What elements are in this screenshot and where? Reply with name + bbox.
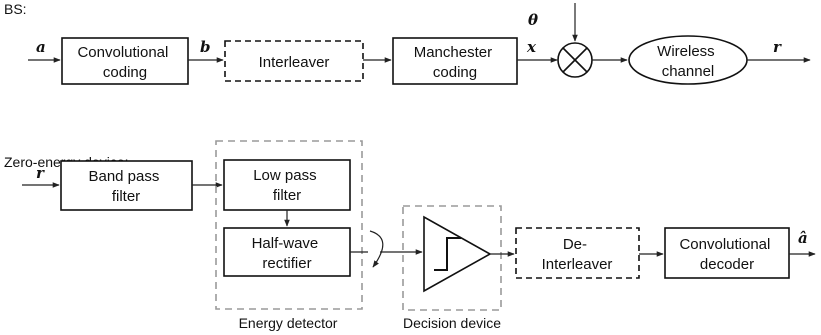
multiplier-icon — [557, 42, 593, 78]
wireless-channel-label: Wireless channel — [657, 43, 719, 80]
low-pass-filter-label: Low pass filter — [253, 167, 321, 204]
symbol-r-input: r — [36, 164, 45, 182]
symbol-theta: θ — [528, 11, 538, 29]
interleaver-block — [224, 40, 364, 82]
energy-detector-group — [215, 140, 363, 310]
symbol-a: a — [36, 38, 46, 56]
sampler-switch-arrow — [369, 230, 384, 268]
symbol-x: x — [526, 38, 537, 56]
convolutional-decoder-label: Convolutional decoder — [679, 236, 774, 273]
manchester-coding-label: Manchester coding — [414, 44, 497, 81]
symbol-r-output: r — [773, 38, 782, 56]
de-interleaver-label: De- Interleaver — [542, 236, 613, 273]
decision-device-caption: Decision device — [403, 315, 501, 331]
low-pass-filter-block — [223, 159, 351, 211]
convolutional-coding-block — [61, 37, 189, 85]
convolutional-coding-label: Convolutional coding — [77, 44, 172, 81]
energy-detector-caption: Energy detector — [239, 315, 338, 331]
band-pass-filter-block — [60, 160, 193, 211]
symbol-b: b — [200, 38, 211, 56]
symbol-a-hat: â — [798, 229, 808, 247]
comparator-icon — [423, 215, 492, 293]
convolutional-decoder-block — [664, 227, 790, 279]
manchester-coding-block — [392, 37, 518, 85]
decision-device-group — [402, 205, 502, 311]
interleaver-label: Interleaver — [259, 54, 330, 71]
half-wave-rectifier-block — [223, 227, 351, 277]
de-interleaver-block — [515, 227, 640, 279]
half-wave-rectifier-label: Half-wave rectifier — [252, 235, 323, 272]
bs-header: BS: — [4, 1, 27, 17]
band-pass-filter-label: Band pass filter — [88, 168, 163, 205]
